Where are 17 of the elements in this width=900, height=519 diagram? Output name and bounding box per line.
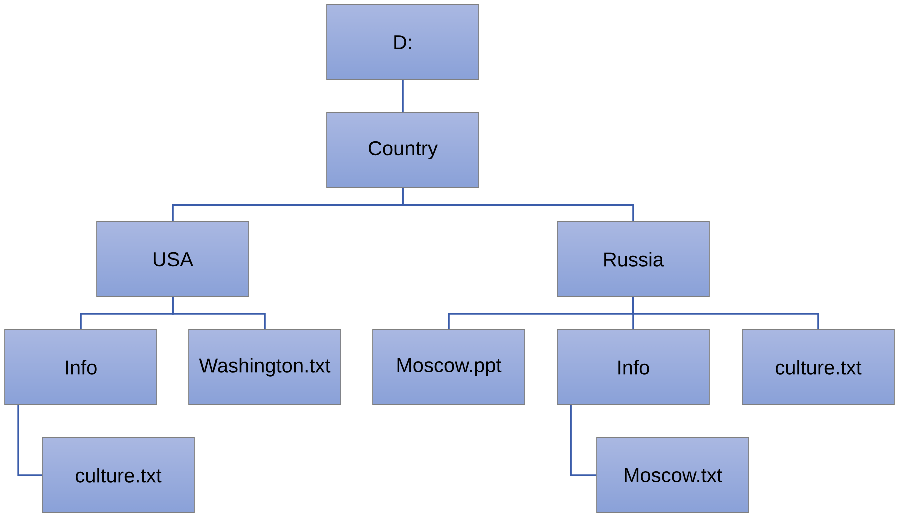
connector-line — [18, 405, 42, 476]
connector-line — [172, 297, 266, 330]
tree-node-box: Info — [4, 330, 158, 406]
tree-node-box: Russia — [557, 222, 710, 298]
connector-line — [402, 188, 634, 222]
tree-node-box: USA — [96, 222, 250, 298]
tree-node-box: Washington.txt — [188, 330, 342, 406]
tree-node-box: Info — [557, 330, 710, 406]
tree-node-box: Country — [326, 112, 480, 188]
connector-line — [402, 80, 404, 113]
tree-node-box: Moscow.ppt — [372, 330, 526, 406]
tree-node-box: D: — [326, 4, 480, 80]
connector-line — [632, 297, 820, 330]
connector-line — [570, 405, 597, 476]
tree-node-box: Moscow.txt — [596, 438, 750, 514]
tree-node-box: culture.txt — [42, 438, 195, 514]
tree-node-box: culture.txt — [742, 330, 895, 406]
